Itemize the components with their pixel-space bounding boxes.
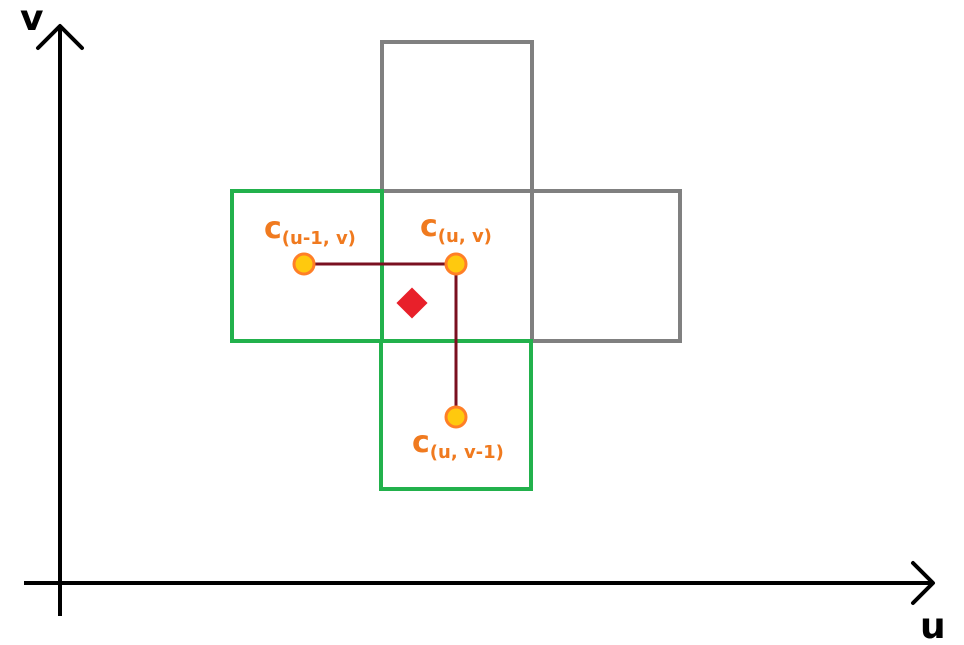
point-c-u-minus-1-v <box>292 252 316 276</box>
axes: v u <box>20 0 946 645</box>
cell-right <box>530 189 682 343</box>
gray-cells <box>380 40 682 343</box>
u-axis-arrowhead <box>911 561 935 605</box>
v-axis-label: v <box>20 0 43 39</box>
label-c-u-v: c(u, v) <box>420 209 492 247</box>
connectors <box>304 262 458 417</box>
label-c-u-v-minus-1: c(u, v-1) <box>412 425 504 463</box>
point-c-u-v-minus-1 <box>444 405 468 429</box>
point-c-u-v <box>444 252 468 276</box>
u-axis-label: u <box>920 606 946 645</box>
label-c-u-minus-1-v: c(u-1, v) <box>264 211 356 249</box>
cell-centers <box>292 252 468 429</box>
cell-top <box>380 40 534 193</box>
cell-left-highlight <box>230 189 384 343</box>
sample-point-diamond <box>396 287 428 319</box>
v-axis-arrowhead <box>36 24 84 50</box>
